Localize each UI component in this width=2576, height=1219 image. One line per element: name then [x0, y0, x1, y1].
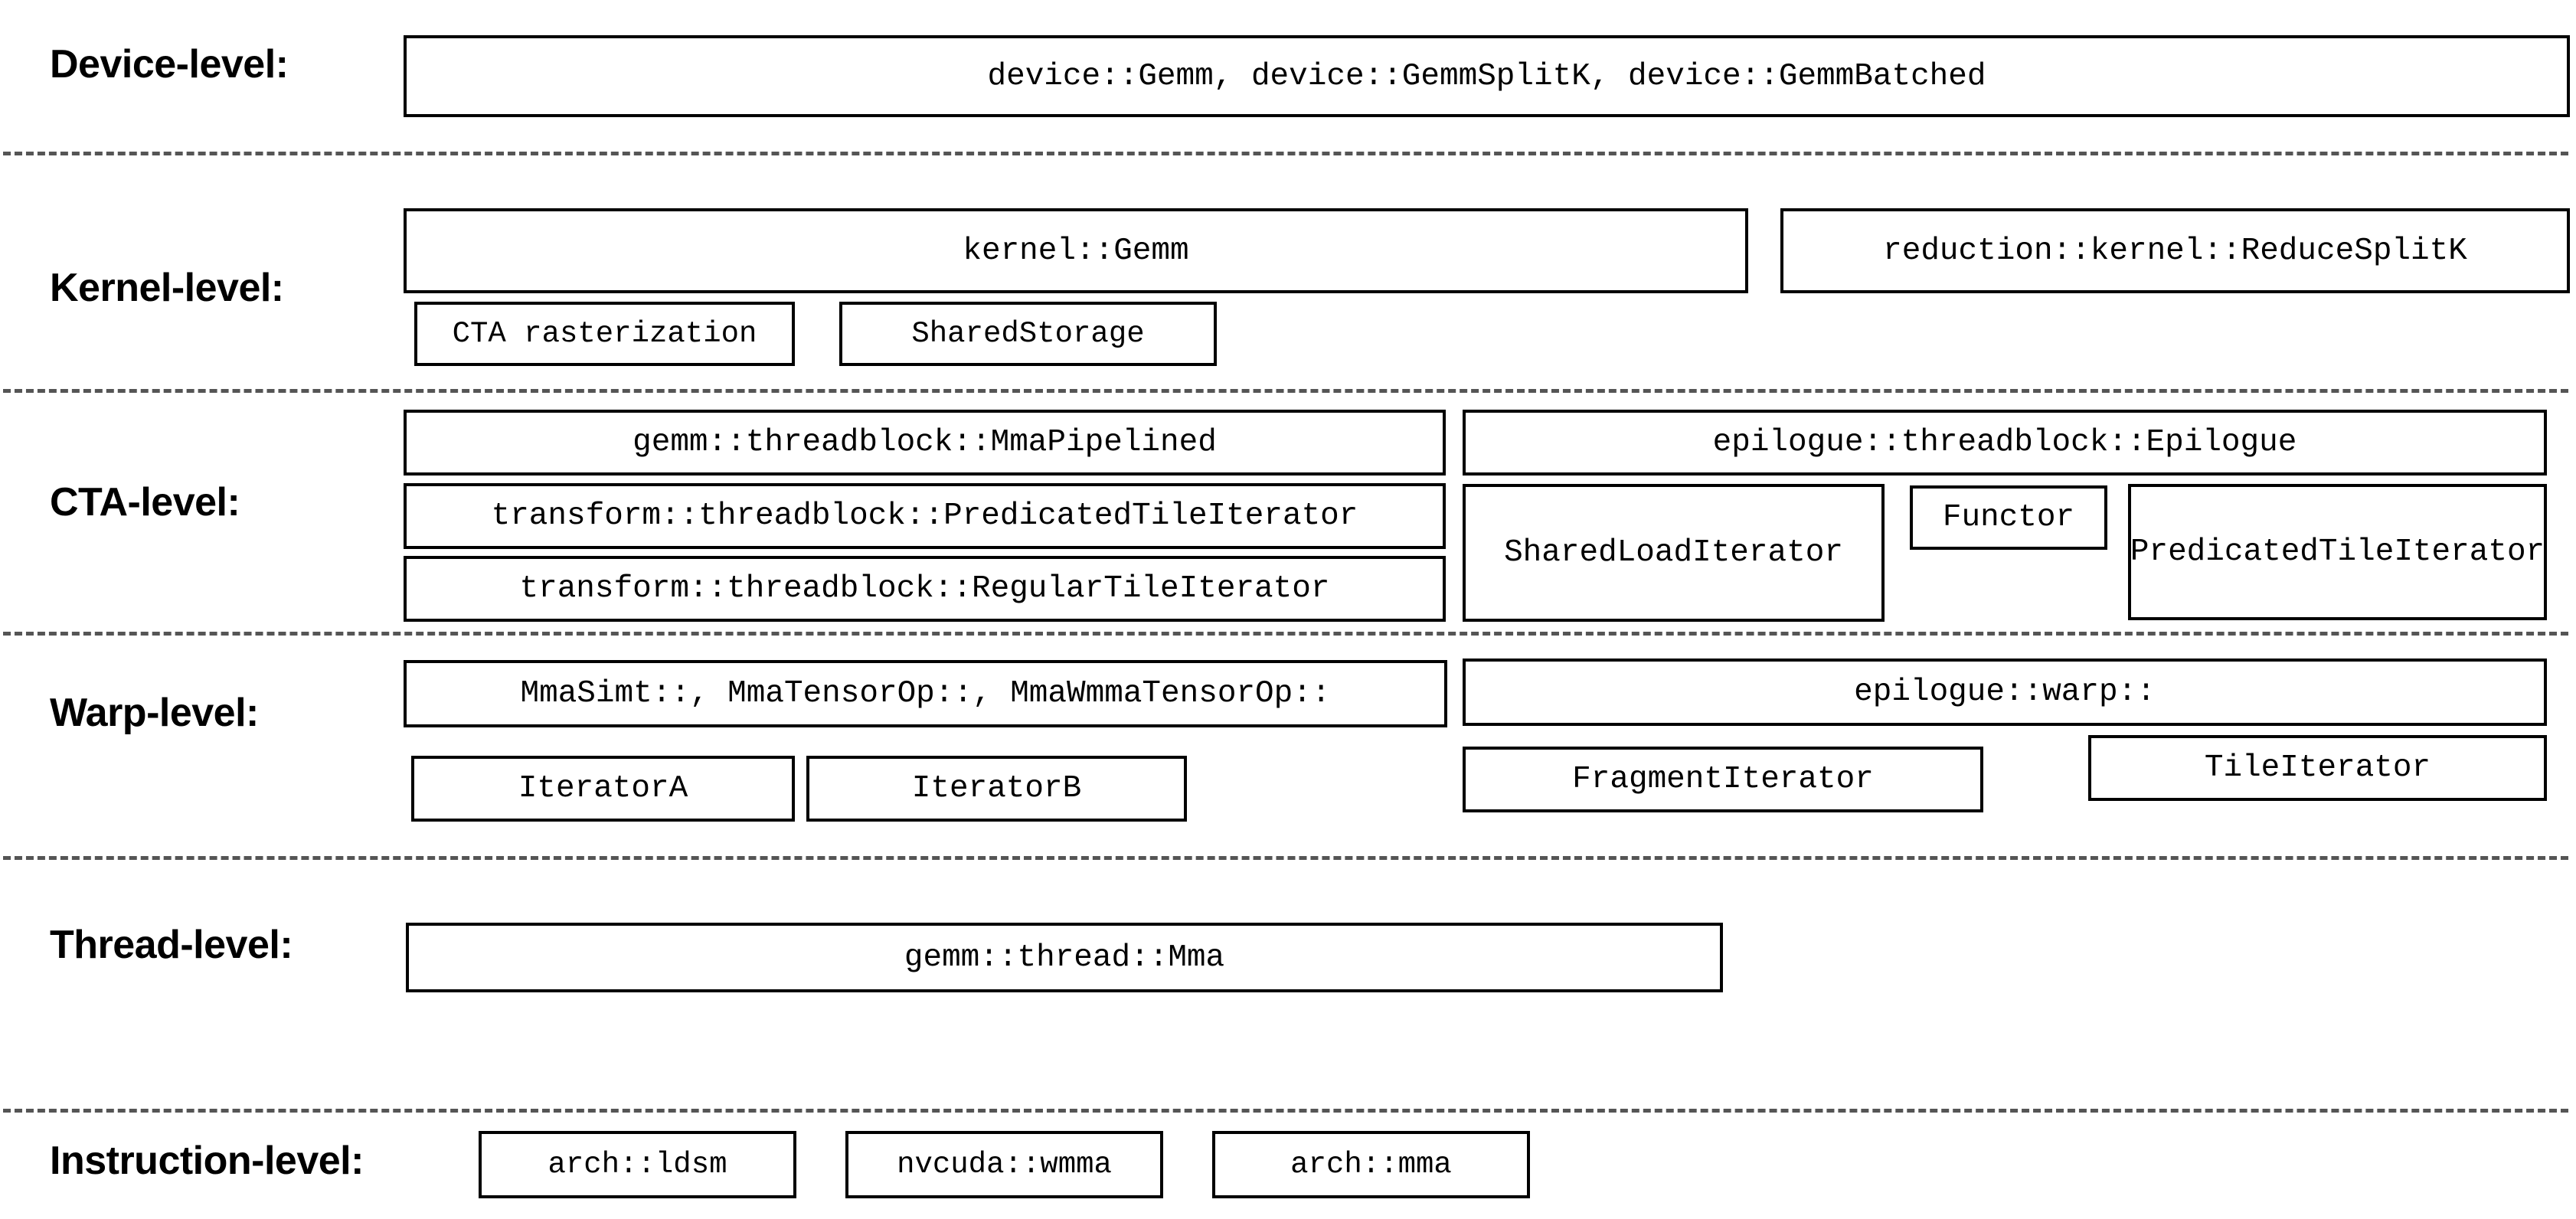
divider-cta-warp	[3, 632, 2568, 636]
divider-warp-thread	[3, 856, 2568, 860]
thread-mma-box[interactable]: gemm::thread::Mma	[406, 923, 1723, 992]
kernel-gemm-box[interactable]: kernel::Gemm	[404, 208, 1748, 293]
level-label-device: Device-level:	[50, 42, 289, 87]
device-gemm-box[interactable]: device::Gemm, device::GemmSplitK, device…	[404, 35, 2570, 117]
divider-kernel-cta	[3, 389, 2568, 393]
mma-pipelined-box[interactable]: gemm::threadblock::MmaPipelined	[404, 410, 1446, 476]
functor-box[interactable]: Functor	[1910, 485, 2107, 550]
level-label-warp: Warp-level:	[50, 691, 259, 735]
level-label-instruction: Instruction-level:	[50, 1139, 364, 1183]
level-label-kernel: Kernel-level:	[50, 266, 284, 310]
iterator-b-box[interactable]: IteratorB	[806, 756, 1187, 822]
epilogue-predicated-tile-iterator-box[interactable]: PredicatedTileIterator	[2128, 484, 2547, 620]
divider-thread-instruction	[3, 1109, 2568, 1113]
cta-rasterization-box[interactable]: CTA rasterization	[414, 302, 795, 366]
threadblock-regular-tile-iterator-box[interactable]: transform::threadblock::RegularTileItera…	[404, 556, 1446, 622]
shared-storage-box[interactable]: SharedStorage	[839, 302, 1217, 366]
iterator-a-box[interactable]: IteratorA	[411, 756, 795, 822]
nvcuda-wmma-box[interactable]: nvcuda::wmma	[845, 1131, 1163, 1198]
tile-iterator-box[interactable]: TileIterator	[2088, 735, 2547, 801]
reduce-splitk-box[interactable]: reduction::kernel::ReduceSplitK	[1780, 208, 2570, 293]
epilogue-warp-box[interactable]: epilogue::warp::	[1463, 659, 2547, 726]
fragment-iterator-box[interactable]: FragmentIterator	[1463, 747, 1983, 812]
arch-ldsm-box[interactable]: arch::ldsm	[479, 1131, 796, 1198]
arch-mma-box[interactable]: arch::mma	[1212, 1131, 1530, 1198]
threadblock-epilogue-box[interactable]: epilogue::threadblock::Epilogue	[1463, 410, 2547, 476]
shared-load-iterator-box[interactable]: SharedLoadIterator	[1463, 484, 1885, 622]
divider-device-kernel	[3, 152, 2568, 155]
level-label-thread: Thread-level:	[50, 923, 293, 967]
level-label-cta: CTA-level:	[50, 480, 240, 525]
threadblock-predicated-tile-iterator-box[interactable]: transform::threadblock::PredicatedTileIt…	[404, 483, 1446, 549]
warp-mma-box[interactable]: MmaSimt::, MmaTensorOp::, MmaWmmaTensorO…	[404, 660, 1447, 727]
